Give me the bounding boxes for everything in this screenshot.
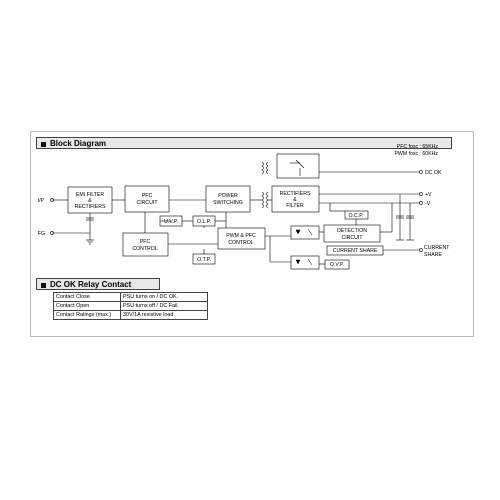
minus-v-terminal-icon xyxy=(419,201,423,205)
emi-label-2: & xyxy=(88,198,92,204)
relay-contact-title: DC OK Relay Contact xyxy=(50,280,132,289)
relay-contact-header: DC OK Relay Contact xyxy=(36,278,160,290)
plus-v-label: +V xyxy=(425,192,432,198)
bullet-square-icon xyxy=(41,282,46,288)
ovp-block xyxy=(324,259,350,270)
contact-open-label: Contact Open xyxy=(53,301,121,311)
power-label-2: SWITCHING xyxy=(213,200,243,206)
pfc-ctrl-label-1: PFC xyxy=(140,239,151,245)
plus-v-terminal-icon xyxy=(419,192,423,196)
bullet-square-icon xyxy=(41,141,46,147)
pfc-label-1: PFC xyxy=(142,193,153,199)
ip-terminal-icon xyxy=(50,198,54,202)
table-row: Contact Open PSU turns off / DC Fail. xyxy=(53,301,208,311)
rectifiers-filter-block xyxy=(271,185,320,213)
relay-box-icon xyxy=(276,153,320,179)
pfc-circuit-block xyxy=(124,185,170,213)
emi-label-1: EMI FILTER xyxy=(76,192,104,198)
uvp-label: U.V.P. xyxy=(164,219,178,225)
contact-open-value: PSU turns off / DC Fail. xyxy=(120,301,208,311)
pwm-pfc-control-block xyxy=(217,227,266,250)
detection-circuit-block xyxy=(323,224,381,243)
pwm-label-2: CONTROL xyxy=(228,240,253,246)
ocp-label: O.C.P. xyxy=(349,213,364,219)
current-share-label-2: SHARE xyxy=(424,252,442,258)
current-share-terminal-icon xyxy=(419,248,423,252)
current-share-label-1: CURRENT xyxy=(424,245,450,251)
table-row: Contact Ratings (max.) 30V/1A resistive … xyxy=(53,310,208,320)
rect-label-1: RECTIFIERS xyxy=(280,191,311,197)
contact-close-label: Contact Close xyxy=(53,292,121,302)
dc-ok-terminal-icon xyxy=(419,170,423,174)
pwm-label-1: PWM & PFC xyxy=(226,233,256,239)
pfc-label-2: CIRCUIT xyxy=(136,200,158,206)
contact-close-value: PSU turns on / DC OK. xyxy=(120,292,208,302)
contact-ratings-label: Contact Ratings (max.) xyxy=(53,310,121,320)
fg-label: FG xyxy=(38,231,45,237)
detect-label-2: CIRCUIT xyxy=(341,235,363,241)
pfc-frequency: PFC fosc : 65KHz xyxy=(397,144,439,150)
power-label-1: POWER xyxy=(218,193,238,199)
pfc-ctrl-label-2: CONTROL xyxy=(132,246,157,252)
current-share-block-label: CURRENT SHARE xyxy=(333,248,378,254)
optocoupler-2-icon xyxy=(290,255,320,270)
optocoupler-1-icon xyxy=(290,225,320,240)
fg-terminal-icon xyxy=(50,231,54,235)
contact-ratings-value: 30V/1A resistive load. xyxy=(120,310,208,320)
pfc-control-block xyxy=(122,232,169,257)
ovp-label: O.V.P. xyxy=(330,262,344,268)
power-switching-block xyxy=(205,185,251,213)
minus-v-label: -V xyxy=(425,201,431,207)
current-share-block xyxy=(326,245,384,256)
pwm-frequency: PWM fosc : 60KHz xyxy=(394,151,438,157)
ip-label: I/P xyxy=(38,198,45,204)
ocp-block xyxy=(344,210,369,220)
olp-label: O.L.P. xyxy=(197,219,211,225)
block-diagram-header: Block Diagram xyxy=(36,137,452,149)
emi-label-3: RECTIFIERS xyxy=(75,204,106,210)
detect-label-1: DETECTION xyxy=(337,228,367,234)
relay-contact-table: Contact Close PSU turns on / DC OK. Cont… xyxy=(53,292,208,320)
otp-label: O.T.P. xyxy=(197,257,211,263)
dc-ok-label: DC OK xyxy=(425,170,442,176)
table-row: Contact Close PSU turns on / DC OK. xyxy=(53,292,208,302)
rect-label-2: & xyxy=(293,197,297,203)
block-diagram-title: Block Diagram xyxy=(50,139,107,148)
rect-label-3: FILTER xyxy=(286,203,304,209)
